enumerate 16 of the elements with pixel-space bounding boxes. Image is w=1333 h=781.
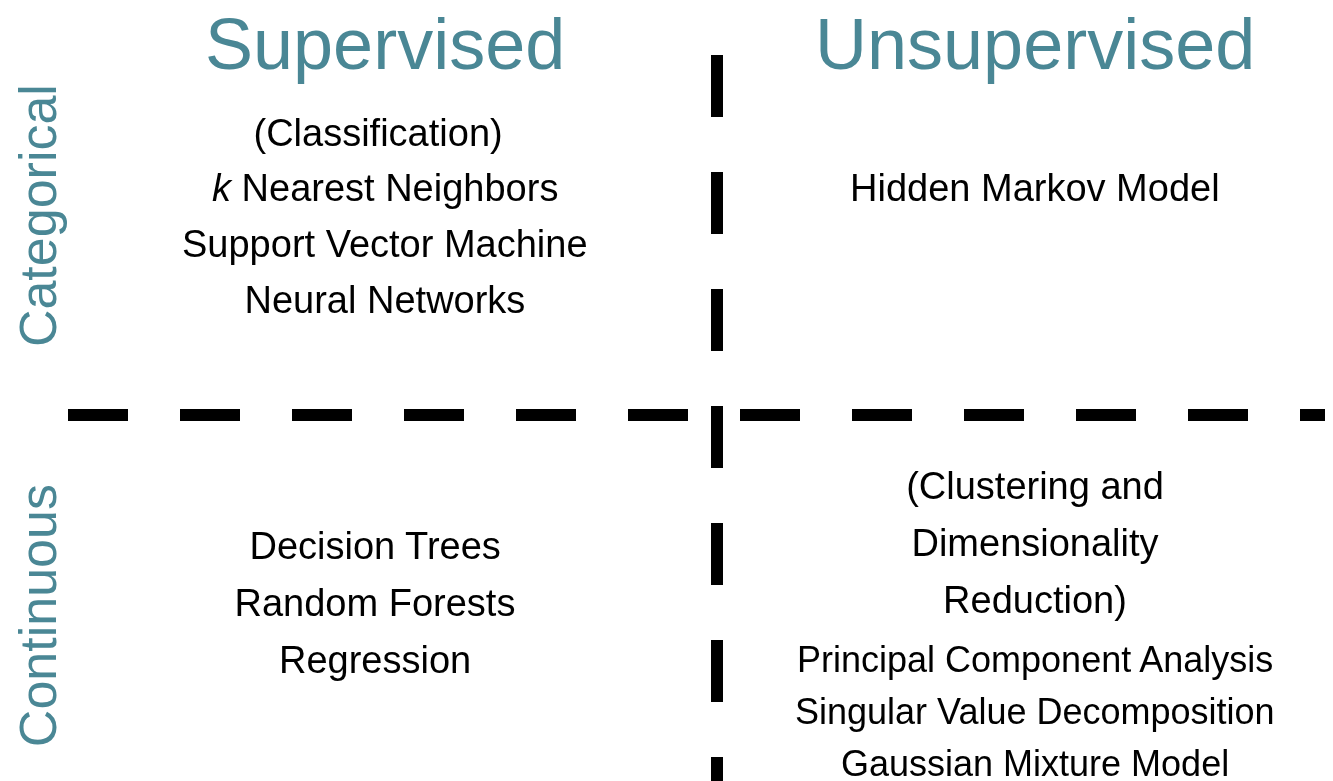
method-name: Regression xyxy=(279,638,472,683)
method-name: Decision Trees xyxy=(249,524,501,569)
column-heading: Unsupervised xyxy=(815,5,1256,85)
method-name: Principal Component Analysis xyxy=(797,638,1274,682)
method-name: k Nearest Neighbors xyxy=(212,166,559,211)
method-name: Hidden Markov Model xyxy=(850,166,1220,211)
row-heading: Categorical xyxy=(9,83,67,347)
column-heading: Supervised xyxy=(205,5,566,85)
category-note: (Clustering and Dimensionality Reduction) xyxy=(905,464,1165,623)
row-heading: Continuous xyxy=(9,483,67,747)
method-name: Random Forests xyxy=(234,581,516,626)
method-name: Gaussian Mixture Model xyxy=(841,742,1230,781)
category-note: (Classification) xyxy=(253,111,503,156)
method-name: Support Vector Machine xyxy=(182,222,588,267)
method-name: Singular Value Decomposition xyxy=(795,690,1275,734)
method-name: Neural Networks xyxy=(244,278,526,323)
